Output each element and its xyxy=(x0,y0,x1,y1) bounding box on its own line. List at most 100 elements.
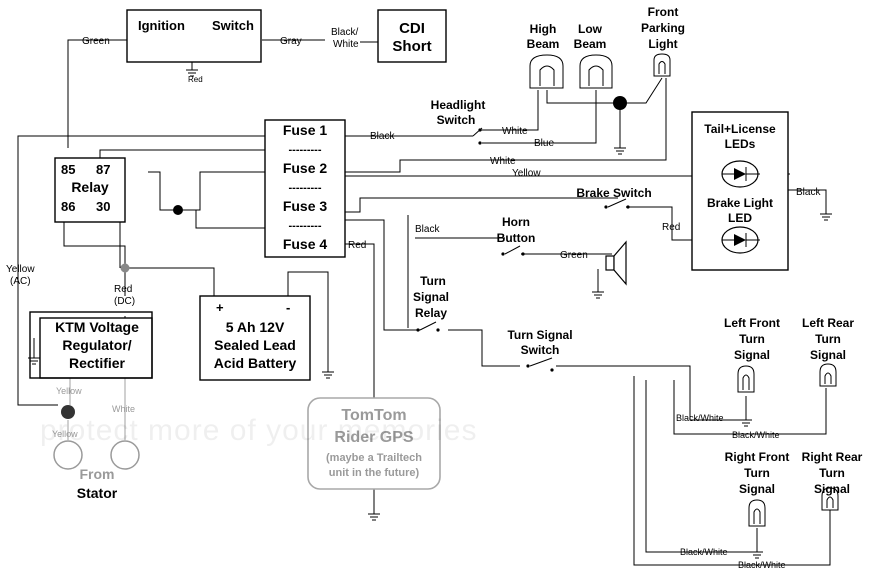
gps-box xyxy=(307,397,441,490)
wire-white-1: White xyxy=(502,126,528,137)
gps-2: Rider GPS xyxy=(334,429,413,446)
right-rear-2: Turn xyxy=(819,466,845,480)
battery-3: Acid Battery xyxy=(214,355,297,371)
right-rear-3: Signal xyxy=(814,482,850,496)
fuse-3: Fuse 3 xyxy=(283,198,328,214)
left-front-1: Left Front xyxy=(724,316,780,330)
tail-license-1: Tail+License xyxy=(704,122,776,136)
turn-switch-2: Switch xyxy=(521,343,560,357)
gps-4: unit in the future) xyxy=(329,467,420,479)
brake-light-2: LED xyxy=(728,211,752,225)
relay-box xyxy=(54,157,126,223)
cdi-line1: CDI xyxy=(399,20,425,37)
horn-icon xyxy=(605,240,627,286)
high-beam-1: High xyxy=(530,22,557,36)
turn-switch-1: Turn Signal xyxy=(507,328,572,342)
junction-dots xyxy=(61,96,627,419)
stator-connector-yellow xyxy=(53,440,83,470)
relay-30: 30 xyxy=(96,199,110,214)
wire-bw-rr: Black/White xyxy=(738,560,786,570)
regulator-1: KTM Voltage xyxy=(55,319,139,335)
watermark: protect more of your memories xyxy=(40,414,477,447)
low-beam-2: Beam xyxy=(574,37,607,51)
horn-button-1: Horn xyxy=(502,215,530,229)
fuse-sep-3: --------- xyxy=(289,220,322,232)
gps-1: TomTom xyxy=(341,407,406,424)
stator-wire-yellow-2: Yellow xyxy=(52,429,78,439)
wire-red-gps: Red xyxy=(348,240,366,251)
battery-1: 5 Ah 12V xyxy=(226,319,285,335)
wire-black-1: Black xyxy=(370,131,395,142)
wire-bw-2: White xyxy=(333,39,359,50)
battery-minus: - xyxy=(286,300,290,315)
right-front-3: Signal xyxy=(739,482,775,496)
wire-black-tail: Black xyxy=(796,187,821,198)
stator-1: From xyxy=(80,466,115,482)
high-beam-2: Beam xyxy=(527,37,560,51)
fuse-2: Fuse 2 xyxy=(283,160,328,176)
fuse-4: Fuse 4 xyxy=(283,236,328,252)
relay-85: 85 xyxy=(61,162,75,177)
wire-green: Green xyxy=(82,36,110,47)
left-rear-1: Left Rear xyxy=(802,316,854,330)
right-front-1: Right Front xyxy=(725,450,790,464)
front-parking-3: Light xyxy=(648,37,677,51)
right-front-2: Turn xyxy=(744,466,770,480)
wire-gray: Gray xyxy=(280,36,302,47)
wire-bw-1: Black/ xyxy=(331,27,358,38)
stator-wire-white: White xyxy=(112,404,135,414)
turn-relay-3: Relay xyxy=(415,306,447,320)
labels: Ignition Switch CDI Short Green Gray Bla… xyxy=(6,5,863,570)
ignition-label: Ignition xyxy=(138,18,185,33)
tail-license-2: LEDs xyxy=(725,137,756,151)
wires xyxy=(17,39,831,566)
right-rear-1: Right Rear xyxy=(802,450,863,464)
fuse-sep-2: --------- xyxy=(289,182,322,194)
fuse-block xyxy=(264,119,346,258)
wire-black-horn: Black xyxy=(415,224,440,235)
wire-bw-lf: Black/White xyxy=(676,413,724,423)
stator-wires xyxy=(67,372,201,440)
turn-relay-2: Signal xyxy=(413,290,449,304)
left-front-3: Signal xyxy=(734,348,770,362)
wire-red-brake: Red xyxy=(662,222,680,233)
battery-2: Sealed Lead xyxy=(214,337,296,353)
wire-bw-lr: Black/White xyxy=(732,430,780,440)
low-beam-1: Low xyxy=(578,22,603,36)
stator-connector-white xyxy=(110,440,140,470)
wire-red-dc-1: Red xyxy=(114,284,132,295)
cdi-line2: Short xyxy=(392,38,431,55)
wire-blue: Blue xyxy=(534,138,554,149)
left-rear-2: Turn xyxy=(815,332,841,346)
battery-plus: + xyxy=(216,300,224,315)
regulator-2: Regulator/ xyxy=(62,337,131,353)
front-parking-2: Parking xyxy=(641,21,685,35)
brake-light-1: Brake Light xyxy=(707,196,773,210)
wire-yellow-ac-1: Yellow xyxy=(6,264,35,275)
left-rear-3: Signal xyxy=(810,348,846,362)
left-front-2: Turn xyxy=(739,332,765,346)
cdi-short-box xyxy=(377,9,447,63)
relay-name: Relay xyxy=(71,179,109,195)
stator-2: Stator xyxy=(77,485,118,501)
fuse-1: Fuse 1 xyxy=(283,122,328,138)
fuse-sep-1: --------- xyxy=(289,144,322,156)
headlight-switch-2: Switch xyxy=(437,113,476,127)
front-parking-1: Front xyxy=(648,5,679,19)
wire-red-ign: Red xyxy=(188,75,203,84)
regulator-outer-frame xyxy=(29,311,153,379)
relay-86: 86 xyxy=(61,199,75,214)
wire-bw-rf: Black/White xyxy=(680,547,728,557)
wire-yellow: Yellow xyxy=(512,168,541,179)
turn-relay-1: Turn xyxy=(420,274,446,288)
brake-switch: Brake Switch xyxy=(576,186,651,200)
regulator-3: Rectifier xyxy=(69,355,126,371)
ignition-switch-box xyxy=(126,9,262,63)
led-icons xyxy=(721,160,760,254)
wire-green-horn: Green xyxy=(560,250,588,261)
bulb-icons xyxy=(529,53,839,527)
relay-87: 87 xyxy=(96,162,110,177)
switch-label: Switch xyxy=(212,18,254,33)
horn-button-2: Button xyxy=(497,231,536,245)
